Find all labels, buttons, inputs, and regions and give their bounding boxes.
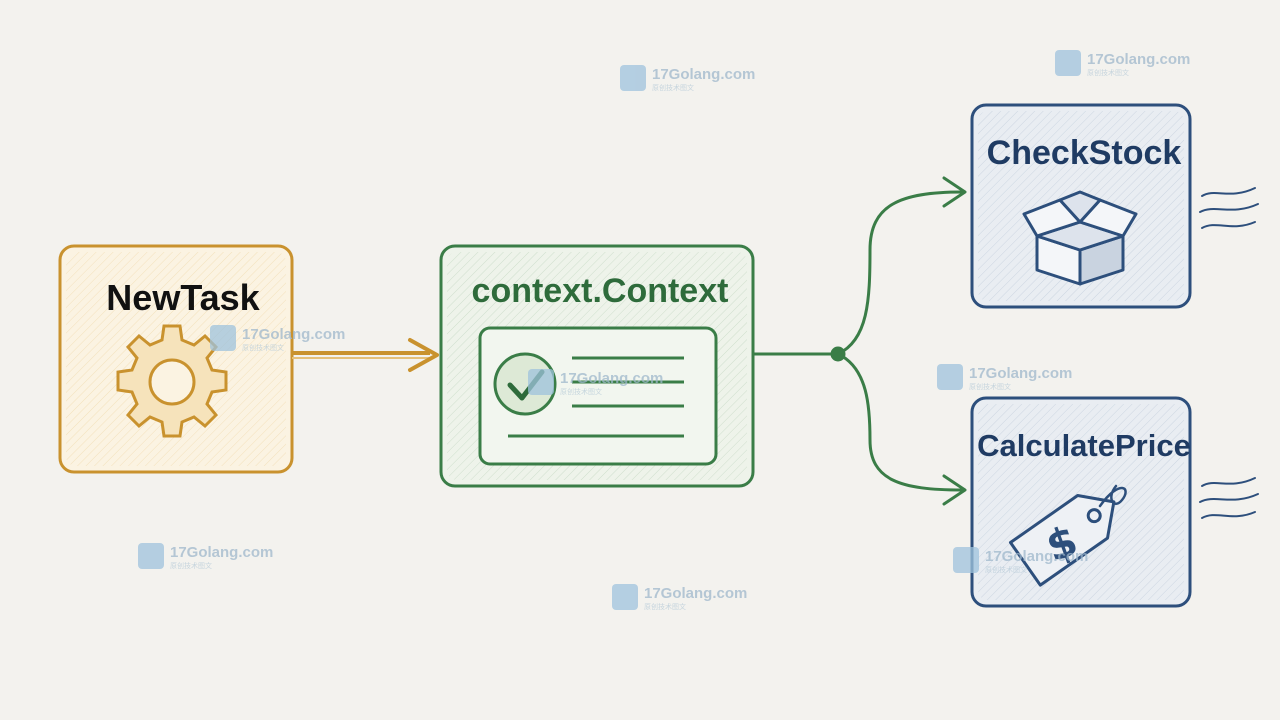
newtask-title: NewTask: [106, 277, 260, 318]
watermark: 17Golang.com 原创技术图文: [528, 369, 663, 396]
checkstock-node: CheckStock: [970, 103, 1259, 309]
svg-text:原创技术图文: 原创技术图文: [560, 387, 602, 396]
checkstock-title: CheckStock: [987, 134, 1182, 172]
open-box-icon: [1022, 190, 1138, 286]
watermark: 17Golang.com 原创技术图文: [953, 547, 1088, 574]
svg-text:原创技术图文: 原创技术图文: [644, 602, 686, 611]
context-node: context.Context: [439, 244, 755, 488]
svg-text:原创技术图文: 原创技术图文: [969, 382, 1011, 391]
arrow-context-to-checkstock: [836, 190, 964, 356]
motion-lines-icon: [1199, 477, 1259, 519]
arrow-context-to-calculateprice: [836, 352, 964, 492]
svg-text:原创技术图文: 原创技术图文: [985, 565, 1027, 574]
arrow-newtask-to-context: [292, 338, 439, 372]
svg-text:17Golang.com: 17Golang.com: [985, 548, 1088, 565]
svg-text:17Golang.com: 17Golang.com: [1087, 51, 1190, 68]
svg-text:17Golang.com: 17Golang.com: [170, 544, 273, 561]
watermark: 17Golang.com 原创技术图文: [612, 584, 747, 611]
watermark: 17Golang.com 原创技术图文: [138, 543, 273, 570]
svg-text:17Golang.com: 17Golang.com: [242, 326, 345, 343]
svg-text:原创技术图文: 原创技术图文: [1087, 68, 1129, 77]
svg-text:17Golang.com: 17Golang.com: [652, 66, 755, 83]
watermark: 17Golang.com 原创技术图文: [620, 65, 755, 92]
svg-text:17Golang.com: 17Golang.com: [644, 585, 747, 602]
price-tag-icon: $: [1008, 484, 1127, 587]
svg-text:原创技术图文: 原创技术图文: [242, 343, 284, 352]
newtask-node: NewTask: [58, 244, 294, 474]
calculateprice-title: CalculatePrice: [977, 428, 1191, 463]
svg-text:17Golang.com: 17Golang.com: [560, 370, 663, 387]
svg-text:原创技术图文: 原创技术图文: [170, 561, 212, 570]
watermark: 17Golang.com 原创技术图文: [210, 325, 345, 352]
watermark: 17Golang.com 原创技术图文: [937, 364, 1072, 391]
watermark: 17Golang.com 原创技术图文: [1055, 50, 1190, 77]
calculateprice-node: CalculatePrice $: [970, 396, 1259, 608]
svg-text:17Golang.com: 17Golang.com: [969, 365, 1072, 382]
checklist-card-icon: [478, 326, 718, 466]
motion-lines-icon: [1199, 187, 1259, 229]
gear-icon: [116, 324, 228, 438]
svg-text:原创技术图文: 原创技术图文: [652, 83, 694, 92]
branch-connector: [751, 176, 967, 506]
context-title: context.Context: [472, 272, 729, 310]
